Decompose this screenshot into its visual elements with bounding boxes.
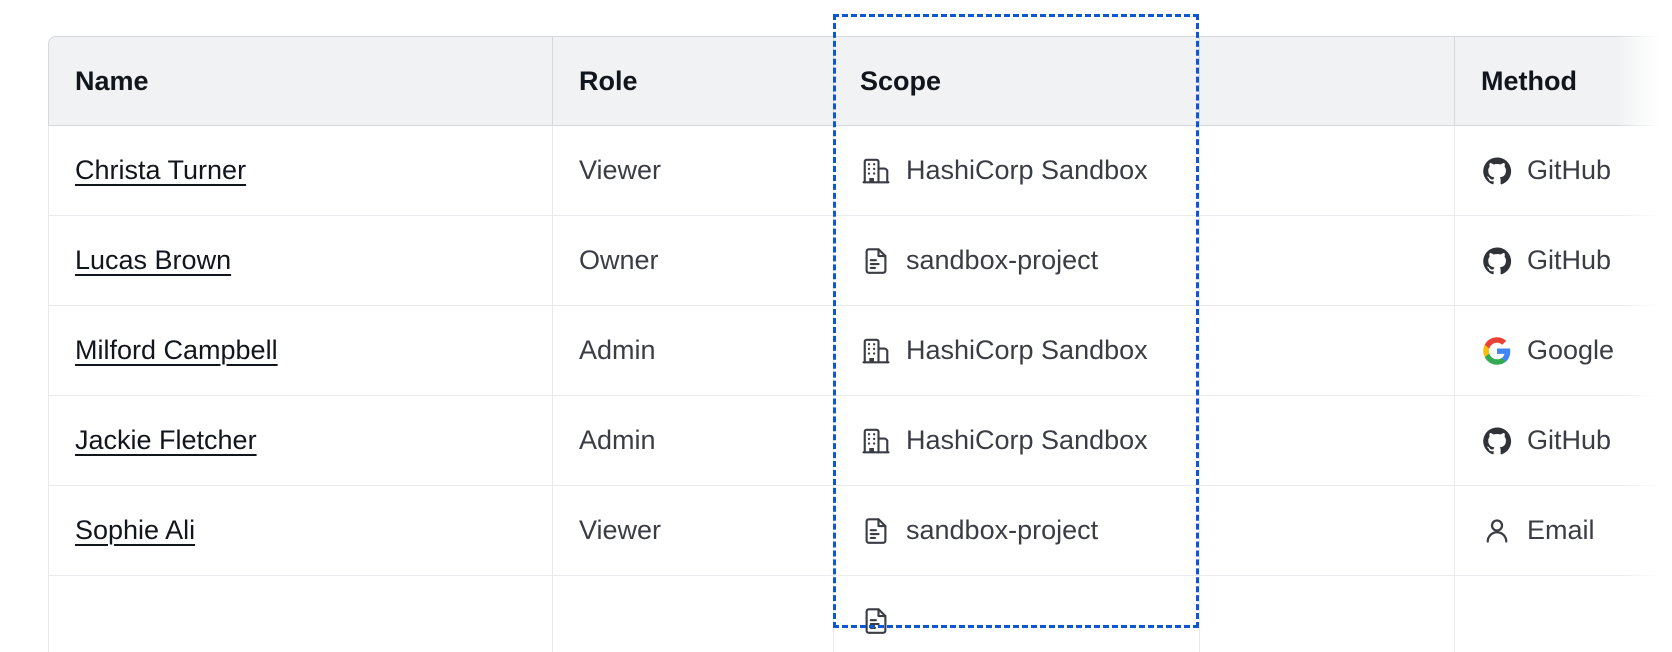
table-row[interactable]: Jackie Fletcher Admin <box>48 396 1672 486</box>
table-row[interactable]: Lucas Brown Owner <box>48 216 1672 306</box>
cell-scope <box>834 576 1200 652</box>
github-icon <box>1481 245 1513 277</box>
member-name-link[interactable]: Christa Turner <box>75 155 247 185</box>
column-header-name[interactable]: Name <box>48 36 553 126</box>
method-label: Google <box>1527 335 1615 365</box>
cell-blank <box>1200 396 1455 486</box>
member-name-link[interactable]: Sophie Ali <box>75 515 196 545</box>
google-icon <box>1481 335 1513 367</box>
member-name-link[interactable]: Milford Campbell <box>75 335 278 365</box>
scope-label: sandbox-project <box>906 515 1099 545</box>
cell-method: GitHub <box>1455 126 1672 216</box>
github-icon <box>1481 425 1513 457</box>
scope-label: HashiCorp Sandbox <box>906 335 1148 365</box>
cell-role: Owner <box>553 216 834 306</box>
cell-blank <box>1200 216 1455 306</box>
column-header-blank <box>1200 36 1455 126</box>
cell-scope: sandbox-project <box>834 486 1200 576</box>
cell-role <box>553 576 834 652</box>
column-header-role[interactable]: Role <box>553 36 834 126</box>
member-name-link[interactable]: Lucas Brown <box>75 245 232 275</box>
method-label: GitHub <box>1527 245 1612 275</box>
cell-method: GitHub <box>1455 396 1672 486</box>
member-name-link[interactable]: Jackie Fletcher <box>75 425 257 455</box>
organization-icon <box>860 425 892 457</box>
cell-blank <box>1200 576 1455 652</box>
cell-name: Lucas Brown <box>48 216 553 306</box>
cell-scope: sandbox-project <box>834 216 1200 306</box>
cell-name: Christa Turner <box>48 126 553 216</box>
cell-method: GitHub <box>1455 216 1672 306</box>
cell-scope: HashiCorp Sandbox <box>834 126 1200 216</box>
method-label: GitHub <box>1527 155 1612 185</box>
project-icon <box>860 515 892 547</box>
scope-label: HashiCorp Sandbox <box>906 155 1148 185</box>
cell-name: Jackie Fletcher <box>48 396 553 486</box>
cell-blank <box>1200 486 1455 576</box>
table-header-row: Name Role Scope Method <box>48 36 1672 126</box>
cell-name: Sophie Ali <box>48 486 553 576</box>
user-icon <box>1481 515 1513 547</box>
table-row[interactable]: Milford Campbell Admin <box>48 306 1672 396</box>
cell-blank <box>1200 306 1455 396</box>
cell-scope: HashiCorp Sandbox <box>834 306 1200 396</box>
cell-method <box>1455 576 1672 652</box>
scope-label: HashiCorp Sandbox <box>906 425 1148 455</box>
cell-role: Admin <box>553 306 834 396</box>
table-body: Christa Turner Viewer <box>48 126 1672 652</box>
table-row[interactable] <box>48 576 1672 652</box>
method-label: Email <box>1527 515 1595 545</box>
cell-blank <box>1200 126 1455 216</box>
table-header: Name Role Scope Method <box>48 36 1672 126</box>
scope-label: sandbox-project <box>906 245 1099 275</box>
members-table: Name Role Scope Method Christa Turner Vi… <box>48 36 1672 652</box>
members-table-scroll-container[interactable]: Name Role Scope Method Christa Turner Vi… <box>48 36 1672 652</box>
cell-scope: HashiCorp Sandbox <box>834 396 1200 486</box>
project-icon <box>860 605 892 637</box>
github-icon <box>1481 155 1513 187</box>
cell-role: Viewer <box>553 486 834 576</box>
cell-name: Milford Campbell <box>48 306 553 396</box>
cell-role: Admin <box>553 396 834 486</box>
cell-name <box>48 576 553 652</box>
cell-role: Viewer <box>553 126 834 216</box>
table-row[interactable]: Sophie Ali Viewer <box>48 486 1672 576</box>
cell-method: Email <box>1455 486 1672 576</box>
cell-method: Google <box>1455 306 1672 396</box>
organization-icon <box>860 155 892 187</box>
organization-icon <box>860 335 892 367</box>
column-header-method[interactable]: Method <box>1455 36 1672 126</box>
table-row[interactable]: Christa Turner Viewer <box>48 126 1672 216</box>
column-header-scope[interactable]: Scope <box>834 36 1200 126</box>
project-icon <box>860 245 892 277</box>
method-label: GitHub <box>1527 425 1612 455</box>
